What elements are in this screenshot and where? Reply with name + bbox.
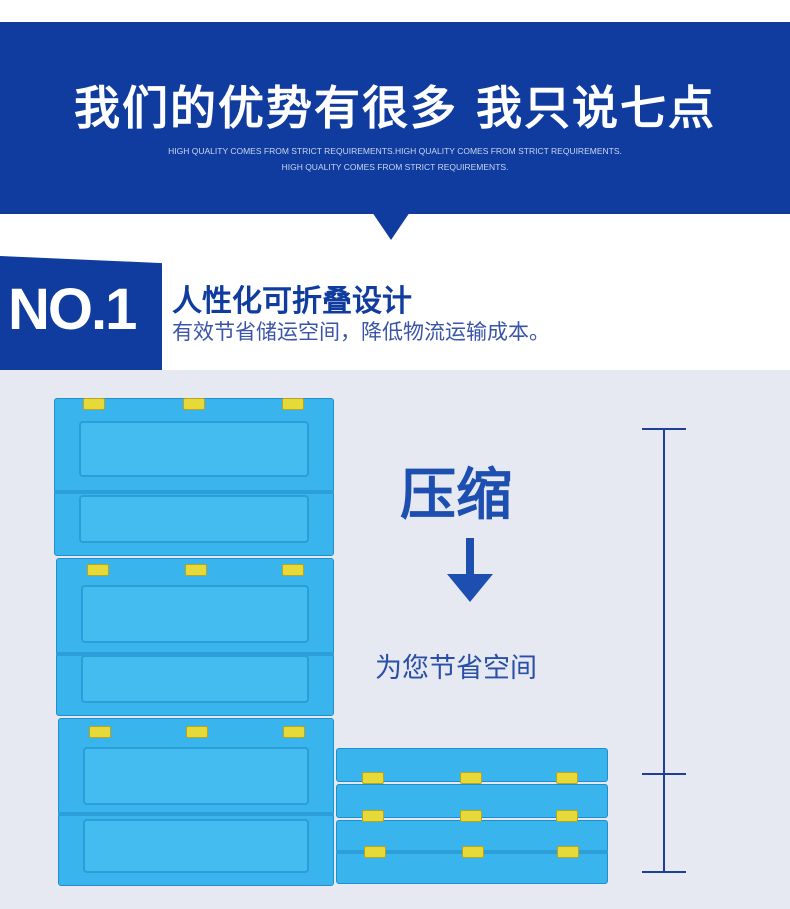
feature-title: 人性化可折叠设计 [172, 284, 412, 319]
latch-clip [282, 398, 304, 410]
banner-subtitle-1: HIGH QUALITY COMES FROM STRICT REQUIREME… [168, 146, 622, 156]
latch-clip [282, 564, 304, 576]
latch-clip [462, 846, 484, 858]
latch-clip [460, 810, 482, 822]
banner-notch [372, 212, 410, 240]
latch-clip [89, 726, 111, 738]
latch-clip [557, 846, 579, 858]
height-measure-line [642, 428, 686, 873]
banner-subtitle-2: HIGH QUALITY COMES FROM STRICT REQUIREME… [281, 162, 509, 172]
latch-clip [362, 772, 384, 784]
arrow-down-icon [447, 538, 493, 602]
latch-clip [556, 810, 578, 822]
crate-top [54, 398, 334, 556]
header-banner [0, 22, 790, 214]
product-photo [0, 370, 790, 909]
page-title: 我们的优势有很多 我只说七点 [73, 81, 716, 135]
feature-number-tag [0, 256, 162, 374]
space-saving-label: 为您节省空间 [375, 653, 537, 684]
latch-clip [186, 726, 208, 738]
latch-clip [362, 810, 384, 822]
feature-description: 有效节省储运空间，降低物流运输成本。 [172, 320, 550, 344]
crate-bottom [58, 718, 334, 886]
latch-clip [556, 772, 578, 784]
latch-clip [83, 398, 105, 410]
compress-label: 压缩 [400, 463, 512, 528]
latch-clip [185, 564, 207, 576]
latch-clip [283, 726, 305, 738]
latch-clip [460, 772, 482, 784]
feature-number: NO.1 [8, 277, 137, 342]
latch-clip [364, 846, 386, 858]
crate-middle [56, 558, 334, 716]
latch-clip [87, 564, 109, 576]
latch-clip [183, 398, 205, 410]
